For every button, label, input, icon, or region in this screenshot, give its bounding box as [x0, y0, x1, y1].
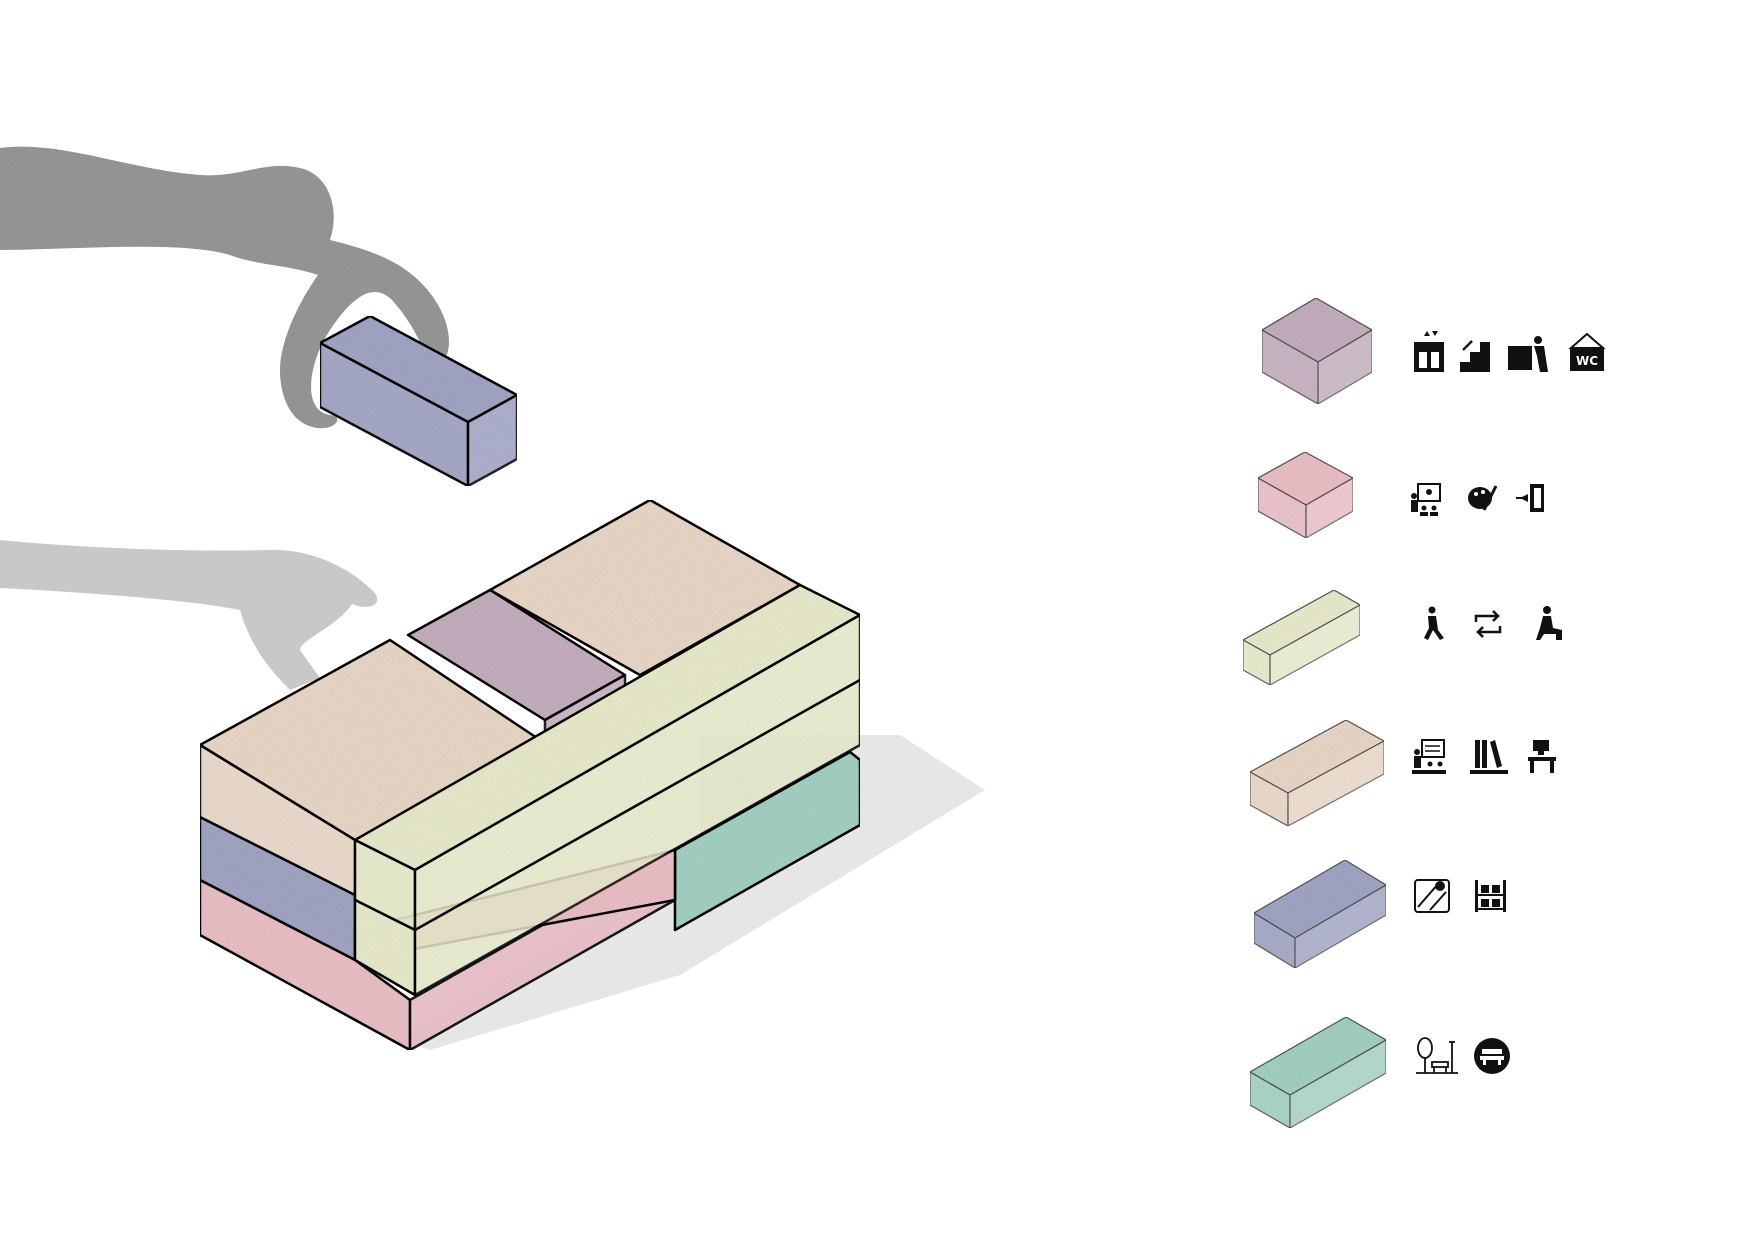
legend-swatch-corridor: [1241, 589, 1362, 687]
walking-person-icon: [1424, 606, 1444, 640]
exchange-arrows-icon: [1474, 610, 1502, 638]
desk-icon: [1528, 740, 1556, 773]
park-icon: [1416, 1037, 1458, 1074]
legend-swatch-circulation: [1260, 297, 1374, 406]
legend-swatch-study: [1248, 719, 1386, 828]
hand: [0, 146, 449, 429]
classroom-icon: [1412, 739, 1446, 774]
held-block: [318, 314, 519, 488]
seated-person-icon: [1536, 606, 1562, 640]
elevator-icon: [1414, 331, 1444, 372]
art-palette-icon: [1468, 485, 1498, 511]
legend-swatch-garden: [1248, 1016, 1388, 1130]
exit-door-icon: [1516, 484, 1544, 512]
legend-swatch-workshop: [1256, 451, 1355, 540]
bookshelf-icon: [1470, 740, 1508, 774]
storage-shelf-icon: [1475, 880, 1506, 912]
presentation-icon: [1411, 483, 1441, 516]
massing-model: [198, 498, 862, 1052]
bench-icon: [1474, 1038, 1510, 1074]
legend-swatch-storage: [1252, 859, 1388, 970]
tools-icon: [1414, 879, 1450, 913]
legend: WC: [1241, 297, 1606, 1130]
stairs-icon: [1460, 340, 1490, 372]
wc-sign-icon: WC: [1568, 332, 1606, 371]
wc-label: WC: [1576, 354, 1598, 368]
hand-shadow: [0, 540, 378, 690]
fire-escape-icon: [1508, 336, 1548, 372]
